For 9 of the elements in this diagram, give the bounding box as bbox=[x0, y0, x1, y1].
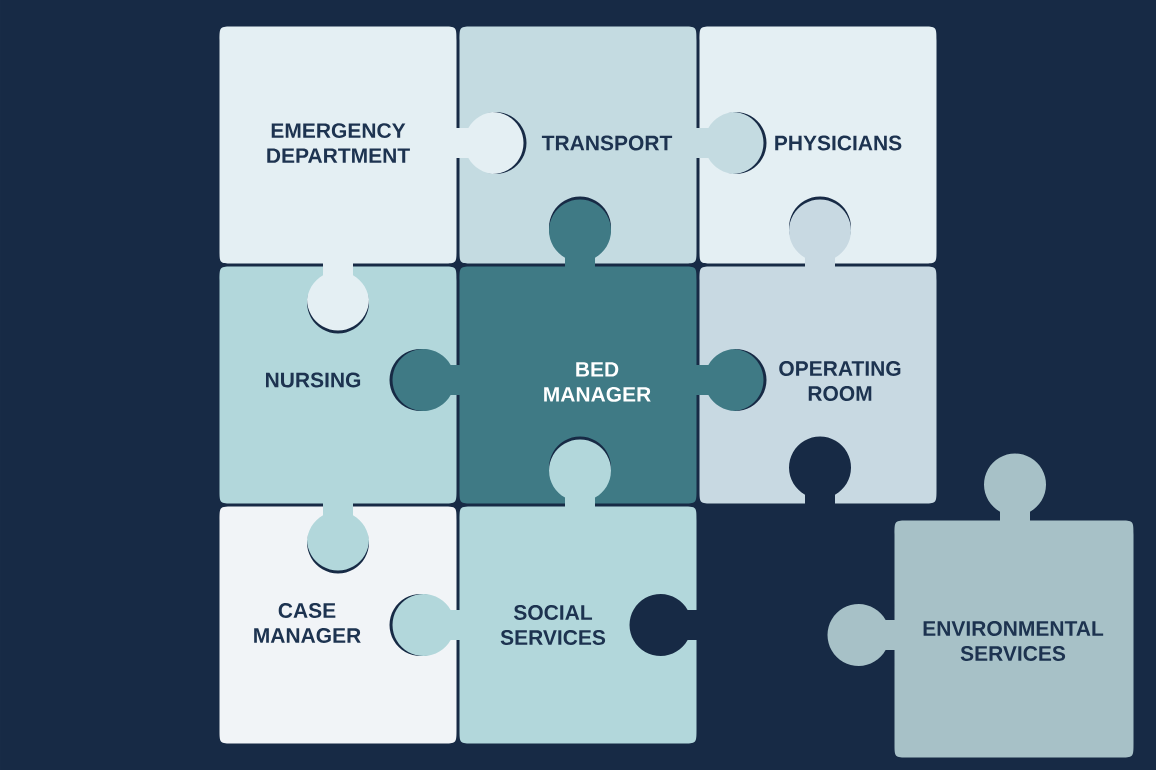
puzzle-piece: NURSING bbox=[219, 266, 457, 571]
puzzle-piece: PHYSICIANS bbox=[699, 26, 937, 264]
puzzle-piece: CASE MANAGER bbox=[219, 506, 457, 744]
puzzle-piece: TRANSPORT bbox=[459, 26, 764, 264]
puzzle-piece: BED MANAGER bbox=[392, 199, 764, 504]
puzzle-piece: EMERGENCY DEPARTMENT bbox=[219, 26, 524, 331]
puzzle-piece: SOCIAL SERVICES bbox=[392, 439, 697, 744]
puzzle-piece: ENVIRONMENTAL SERVICES bbox=[827, 453, 1134, 758]
puzzle-piece: OPERATING ROOM bbox=[699, 199, 937, 504]
